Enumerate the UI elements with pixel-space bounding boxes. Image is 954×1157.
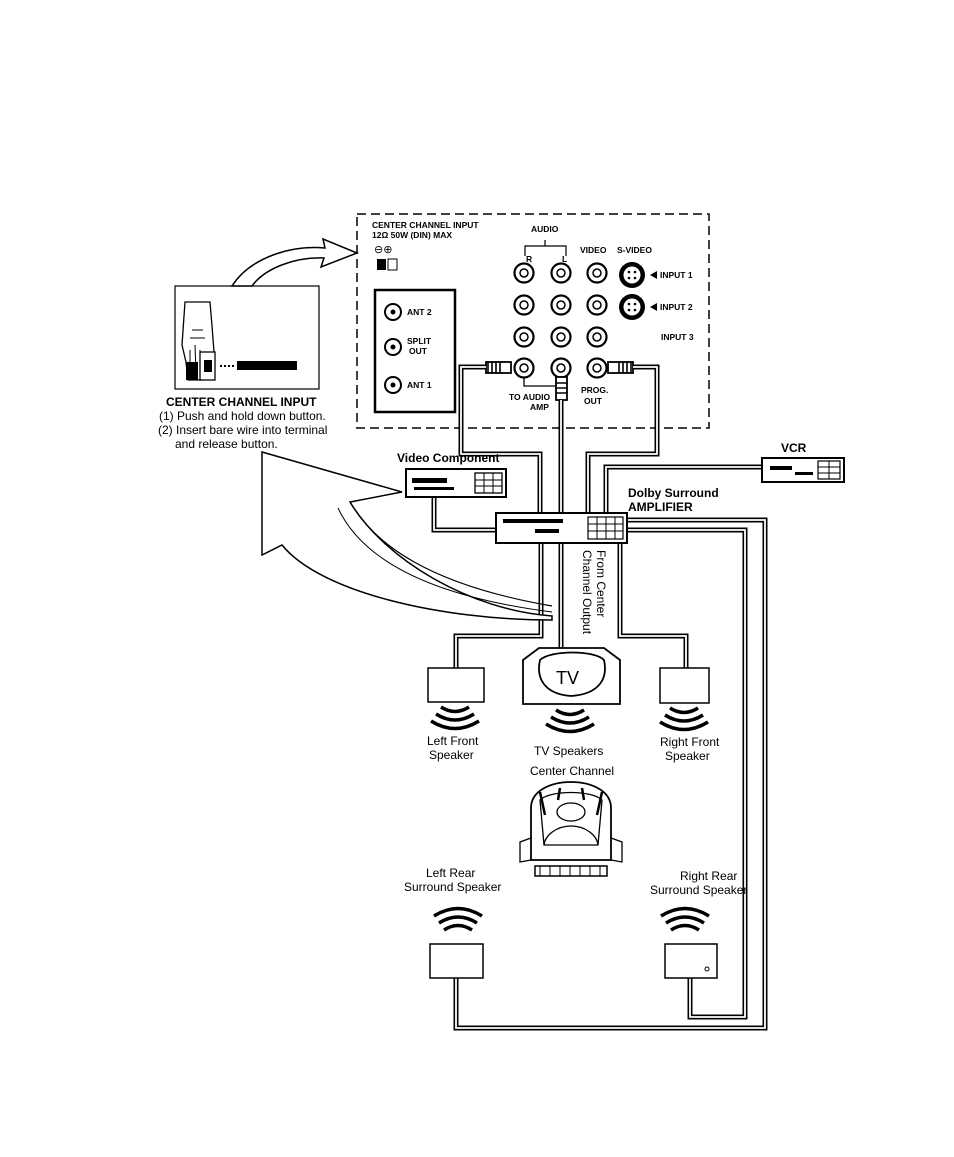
- antenna-block: ANT 2 SPLIT OUT ANT 1: [373, 288, 457, 414]
- ant2-label: ANT 2: [407, 307, 432, 317]
- right-rear-speaker-icon: [664, 943, 718, 979]
- curved-arrow-to-panel-icon: [230, 237, 360, 287]
- tv-icon: TV: [522, 647, 621, 705]
- bare-wire-icon: [237, 361, 297, 370]
- right-front-speaker-icon: [659, 667, 710, 704]
- amp-out-l-jack-icon: [550, 357, 572, 379]
- amp-label: AMP: [530, 402, 549, 412]
- input2-arrow-icon: [650, 303, 657, 311]
- polarity-label: ⊖⊕: [374, 244, 392, 256]
- to-audio-label: TO AUDIO: [509, 392, 550, 402]
- from-center-label-1: From Center: [594, 550, 608, 617]
- inset-step2: (2) Insert bare wire into terminal: [158, 423, 327, 437]
- left-rear-label-2: Surround Speaker: [404, 880, 501, 894]
- center-channel-rating-label: 12Ω 50W (DIN) MAX: [372, 230, 452, 240]
- listener-chair-icon: [519, 781, 623, 877]
- prog-out-jack-icon: [586, 357, 608, 379]
- from-center-label-2: Channel Output: [580, 550, 594, 635]
- right-front-label-2: Speaker: [665, 749, 710, 763]
- split-label: SPLIT: [407, 336, 432, 346]
- amplifier-label-2: AMPLIFIER: [628, 500, 693, 514]
- input2-label: INPUT 2: [660, 302, 693, 312]
- large-curved-arrow-icon: [261, 451, 553, 621]
- amplifier-label-1: Dolby Surround: [628, 486, 719, 500]
- input1-video-jack-icon: [586, 262, 608, 284]
- input1-audio-l-jack-icon: [550, 262, 572, 284]
- rca-plug-left-icon: [485, 361, 512, 374]
- y-adapter-plug-icon: [555, 376, 568, 401]
- ant1-label: ANT 1: [407, 380, 432, 390]
- right-rear-sound-waves-icon: [660, 906, 710, 932]
- input2-video-jack-icon: [586, 294, 608, 316]
- right-front-label-1: Right Front: [660, 735, 720, 749]
- input1-arrow-icon: [650, 271, 657, 279]
- svideo-label: S-VIDEO: [617, 245, 652, 255]
- tv-label: TV: [556, 668, 579, 688]
- inset-step2b: and release button.: [175, 437, 278, 451]
- hand-icon: [181, 301, 216, 381]
- left-front-label-2: Speaker: [429, 748, 474, 762]
- audio-r-label: R: [526, 254, 532, 264]
- rca-plug-right-icon: [607, 361, 634, 374]
- inset-title: CENTER CHANNEL INPUT: [166, 395, 317, 409]
- prog-label: PROG.: [581, 385, 608, 395]
- input3-label: INPUT 3: [661, 332, 694, 342]
- split-out-jack-icon: [384, 338, 402, 356]
- input1-label: INPUT 1: [660, 270, 693, 280]
- left-front-label-1: Left Front: [427, 734, 479, 748]
- split-out-label: OUT: [409, 346, 428, 356]
- ant2-jack-icon: [384, 303, 402, 321]
- vcr-icon: [761, 457, 845, 483]
- input3-audio-l-jack-icon: [550, 326, 572, 348]
- video-label: VIDEO: [580, 245, 607, 255]
- to-audio-amp-bracket: [523, 378, 556, 387]
- svideo-input1-jack-icon: [619, 262, 645, 288]
- rca-jacks: [513, 262, 608, 379]
- prog-out-label: OUT: [584, 396, 603, 406]
- speaker-terminal: [377, 258, 398, 271]
- right-front-sound-waves-icon: [659, 706, 709, 732]
- audio-label: AUDIO: [531, 224, 559, 234]
- left-front-sound-waves-icon: [430, 705, 480, 731]
- amp-out-r-jack-icon: [513, 357, 535, 379]
- inset-step1: (1) Push and hold down button.: [159, 409, 326, 423]
- input3-video-jack-icon: [586, 326, 608, 348]
- vcr-label: VCR: [781, 441, 807, 455]
- right-rear-label-1: Right Rear: [680, 869, 737, 883]
- center-channel-inset: CENTER CHANNEL INPUT (1) Push and hold d…: [158, 285, 327, 451]
- tv-speakers-label-2: Center Channel: [530, 764, 614, 778]
- audio-l-label: L: [562, 254, 567, 264]
- left-rear-label-1: Left Rear: [426, 866, 475, 880]
- video-component-label: Video Component: [397, 451, 499, 465]
- input2-audio-r-jack-icon: [513, 294, 535, 316]
- svideo-input2-jack-icon: [619, 294, 645, 320]
- input1-audio-r-jack-icon: [513, 262, 535, 284]
- right-rear-label-2: Surround Speaker: [650, 883, 747, 897]
- left-rear-sound-waves-icon: [433, 906, 483, 932]
- input3-audio-r-jack-icon: [513, 326, 535, 348]
- left-front-speaker-icon: [427, 667, 485, 703]
- tv-back-panel: CENTER CHANNEL INPUT 12Ω 50W (DIN) MAX ⊖…: [356, 213, 710, 429]
- left-rear-speaker-icon: [429, 943, 484, 979]
- center-channel-input-label: CENTER CHANNEL INPUT: [372, 220, 479, 230]
- audio-bracket: [524, 240, 567, 256]
- connection-cables: [431, 364, 768, 1031]
- tv-speaker-sound-waves-icon: [545, 708, 595, 734]
- amplifier-icon: [495, 512, 628, 544]
- tv-speakers-label-1: TV Speakers: [534, 744, 603, 758]
- video-component-icon: [405, 468, 507, 498]
- ant1-jack-icon: [384, 376, 402, 394]
- input2-audio-l-jack-icon: [550, 294, 572, 316]
